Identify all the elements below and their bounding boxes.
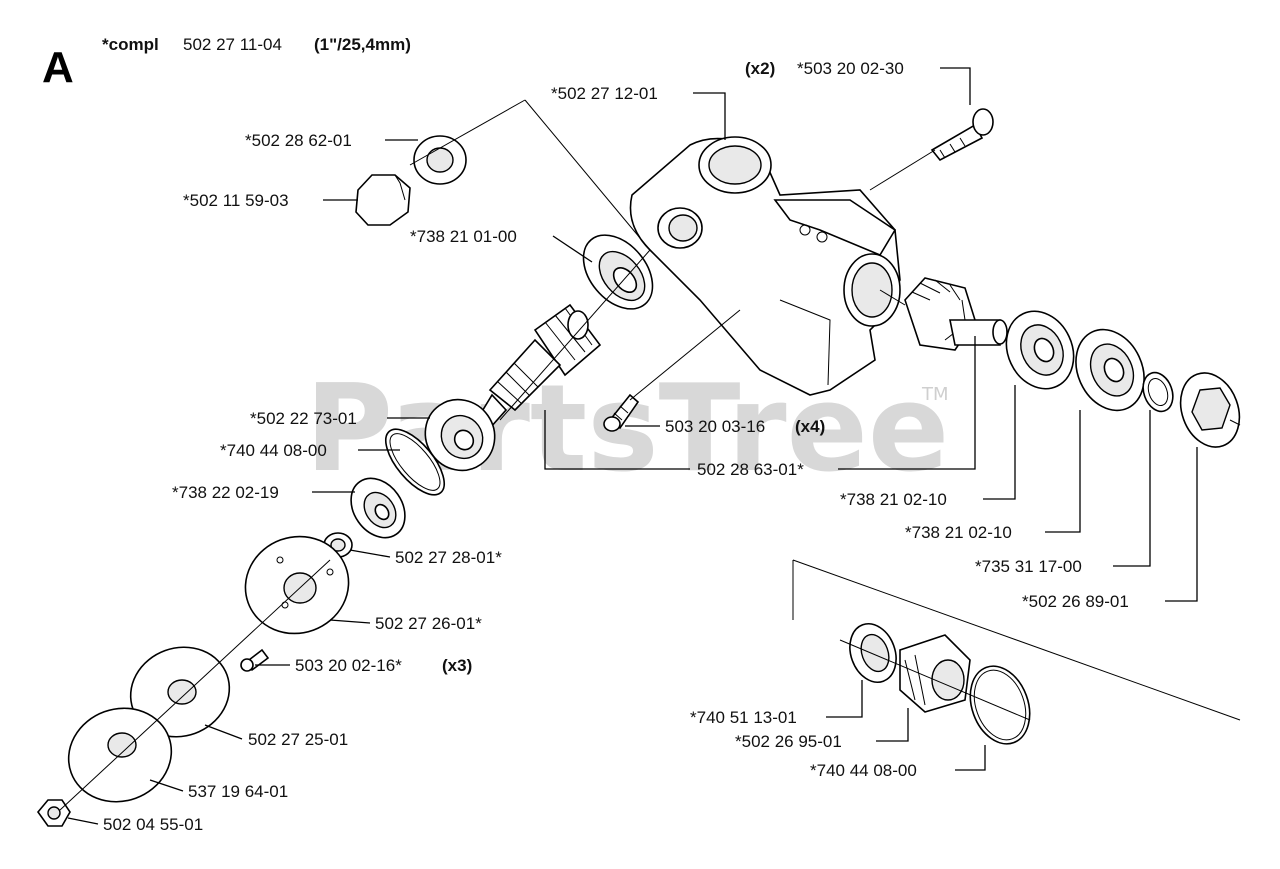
gear-housing <box>629 136 901 396</box>
label-screw-mid-qty: (x4) <box>795 417 825 436</box>
part-labels: *502 27 12-01 (x2) *503 20 02-30 *502 28… <box>103 59 1129 834</box>
label-plug: *502 11 59-03 <box>183 191 289 210</box>
label-bearing-r2: *738 21 02-10 <box>905 523 1012 542</box>
collar <box>899 634 971 713</box>
bevel-gear <box>904 277 1008 351</box>
label-guard-washer: 537 19 64-01 <box>188 782 288 801</box>
label-oring-a: *740 44 08-00 <box>220 441 327 460</box>
bearing-right-1 <box>1005 310 1075 390</box>
label-screw-mid: 503 20 03-16 <box>665 417 765 436</box>
label-screw-top: *503 20 02-30 <box>797 59 904 78</box>
title-block: A *compl 502 27 11-04 (1"/25,4mm) <box>42 35 411 92</box>
label-pinion-seal: *502 22 73-01 <box>250 409 357 428</box>
label-bearing-lower: *738 22 02-19 <box>172 483 279 502</box>
circlip <box>1142 371 1174 413</box>
label-washer-top: *502 28 62-01 <box>245 131 352 150</box>
screw-top <box>930 108 994 162</box>
screw-mid <box>603 393 640 432</box>
section-letter: A <box>42 43 74 92</box>
screw-flange <box>240 648 270 672</box>
bearing-upper <box>582 234 654 310</box>
label-flange: 502 27 26-01* <box>375 614 482 633</box>
title-size: (1"/25,4mm) <box>314 35 411 54</box>
label-washer-small: 502 27 28-01* <box>395 548 502 567</box>
title-part-number: 502 27 11-04 <box>183 35 282 54</box>
label-hex-cover: *502 26 89-01 <box>1022 592 1129 611</box>
bearing-right-2 <box>1075 328 1145 412</box>
label-seal: *740 51 13-01 <box>690 708 797 727</box>
label-nut: 502 04 55-01 <box>103 815 203 834</box>
label-support-cup: 502 27 25-01 <box>248 730 348 749</box>
hex-cover <box>1179 372 1241 448</box>
bearing-lower <box>350 477 406 539</box>
label-housing: *502 27 12-01 <box>551 84 658 103</box>
label-screw-flange-qty: (x3) <box>442 656 472 675</box>
label-oring-b: *740 44 08-00 <box>810 761 917 780</box>
pinion-gear <box>476 303 602 430</box>
title-prefix: *compl <box>102 35 159 54</box>
leader-lines <box>67 67 1198 825</box>
label-collar: *502 26 95-01 <box>735 732 842 751</box>
label-screw-top-qty: (x2) <box>745 59 775 78</box>
seal-lower <box>849 623 897 683</box>
oring-a <box>385 428 445 496</box>
label-screw-flange: 503 20 02-16* <box>295 656 402 675</box>
plug <box>355 174 411 226</box>
nut <box>36 799 71 827</box>
pinion-seal <box>424 398 496 472</box>
label-circlip: *735 31 17-00 <box>975 557 1082 576</box>
label-bearing-upper: *738 21 01-00 <box>410 227 517 246</box>
washer-top <box>413 135 467 185</box>
watermark-tm: TM <box>921 384 949 405</box>
label-gear-set: 502 28 63-01* <box>697 460 804 479</box>
axis-lines <box>59 99 1241 811</box>
label-bearing-r1: *738 21 02-10 <box>840 490 947 509</box>
oring-b <box>969 665 1031 745</box>
